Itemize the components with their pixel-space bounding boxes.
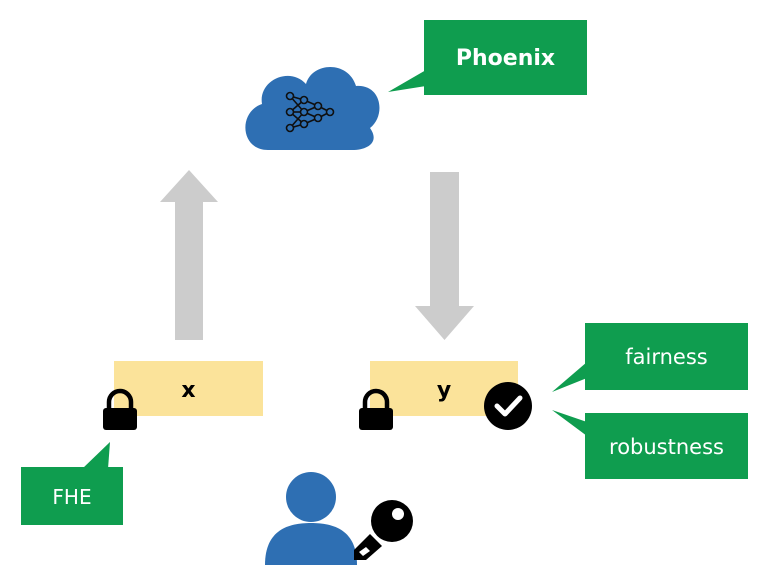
lock-icon	[103, 388, 137, 430]
output-y-label: y	[437, 378, 451, 403]
encrypted-input-box: x	[114, 361, 263, 416]
fhe-label: FHE	[52, 485, 91, 509]
phoenix-label: Phoenix	[456, 46, 555, 71]
fairness-callout: fairness	[552, 323, 748, 392]
upload-arrow	[160, 170, 218, 340]
download-arrow	[415, 172, 474, 340]
checkmark-icon	[484, 382, 532, 430]
user-icon	[265, 472, 357, 565]
key-icon	[354, 500, 413, 560]
input-x-label: x	[181, 378, 195, 403]
lock-icon	[359, 388, 393, 430]
fairness-label: fairness	[625, 345, 707, 369]
fhe-callout: FHE	[21, 442, 123, 525]
phoenix-callout: Phoenix	[388, 20, 587, 95]
neural-network-cloud-icon	[245, 67, 380, 150]
robustness-callout: robustness	[552, 410, 748, 479]
robustness-label: robustness	[609, 435, 724, 459]
